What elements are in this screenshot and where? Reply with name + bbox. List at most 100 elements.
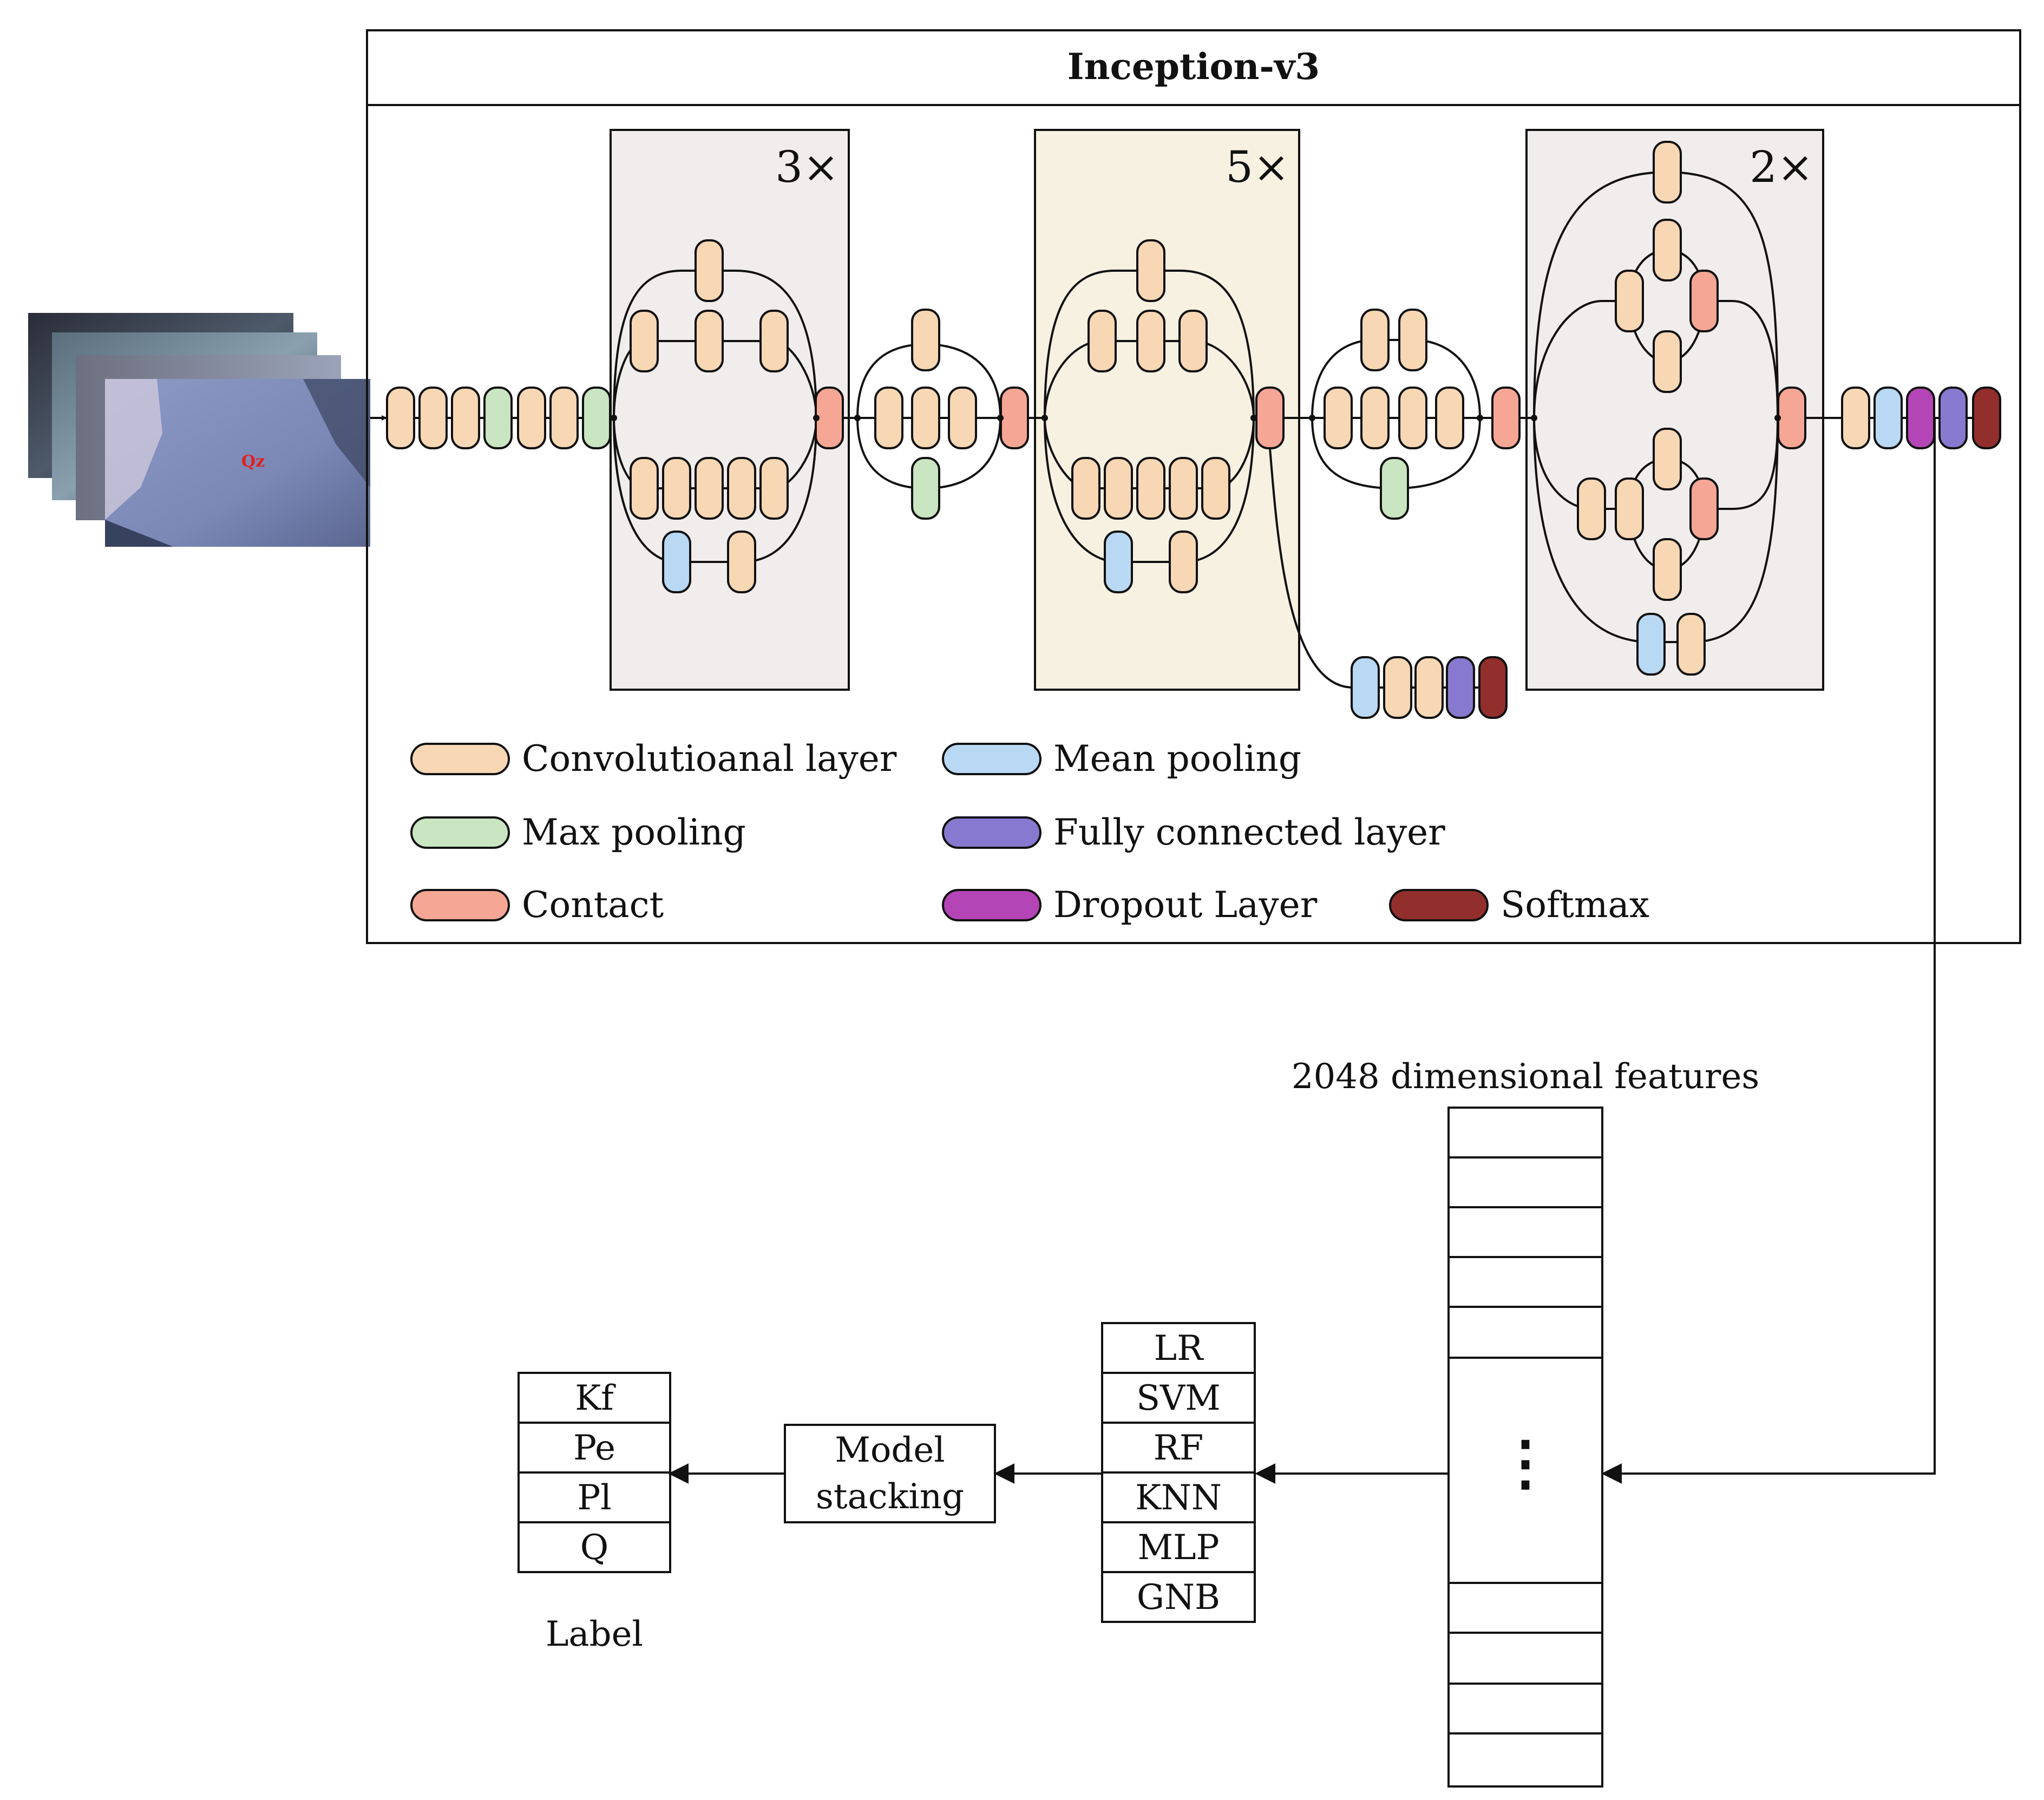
features-output-arrow <box>1601 418 1936 1484</box>
feature-vector <box>1447 1107 1603 1788</box>
head-2-dropout-layer <box>1906 387 1935 449</box>
legend-swatch-conv <box>410 743 510 775</box>
stem-0-conv-layer <box>386 387 415 449</box>
legend-label-max: Max pooling <box>522 811 746 853</box>
module-a-b4-1-conv-layer <box>727 531 756 593</box>
head-1-mean-layer <box>1873 387 1903 449</box>
junction-dot <box>1041 415 1048 421</box>
label-caption: Label <box>546 1614 643 1654</box>
module-b-concat-concat-layer <box>1255 387 1285 449</box>
model-stacking-box <box>784 1424 996 1523</box>
legend-label-dropout: Dropout Layer <box>1053 884 1318 926</box>
red-b-b2-0-conv-layer <box>1324 387 1353 449</box>
model-stacking-line2: stacking <box>816 1477 964 1517</box>
junction-dot <box>854 415 861 421</box>
model-stacking-line1: Model <box>835 1430 945 1470</box>
module-a-b3-1-conv-layer <box>662 457 691 520</box>
module-a-b2-2-conv-layer <box>759 310 789 372</box>
module-b-b3-2-conv-layer <box>1136 457 1165 520</box>
legend-item-mean: Mean pooling <box>942 738 1301 780</box>
red-b-b3-0-max-layer <box>1380 457 1409 520</box>
red-b-b2-1-conv-layer <box>1360 387 1390 449</box>
stem-2-conv-layer <box>451 387 480 449</box>
red-a-b1-0-conv-layer <box>911 309 940 371</box>
input-image-4: Qz <box>105 379 370 547</box>
junction-dot <box>813 415 820 421</box>
module-c-b4-0-mean-layer <box>1636 613 1666 676</box>
legend-label-mean: Mean pooling <box>1053 738 1301 780</box>
legend-swatch-softmax <box>1389 889 1489 921</box>
aux-branch <box>1269 448 1354 689</box>
stem-4-conv-layer <box>517 387 546 449</box>
junction-dot <box>1477 415 1483 421</box>
module-b-b2-1-conv-layer <box>1136 310 1165 372</box>
classifier-label: GNB <box>1137 1578 1220 1618</box>
classifier-cell <box>1101 1471 1256 1523</box>
red-b-b1-1-conv-layer <box>1398 309 1427 371</box>
classifier-label: LR <box>1154 1328 1204 1369</box>
module-b <box>1034 129 1300 691</box>
network-layers <box>386 141 2001 719</box>
module-a-concat-concat-layer <box>815 387 844 449</box>
label-item: Kf <box>575 1378 616 1418</box>
legend-item-softmax: Softmax <box>1389 884 1649 926</box>
module-a-b3-0-conv-layer <box>630 457 659 520</box>
module-c-concat-concat-layer <box>1777 387 1806 449</box>
junction-dot <box>611 415 617 421</box>
network-title: Inception-v3 <box>1067 45 1320 88</box>
legend-label-fc: Fully connected layer <box>1053 811 1445 853</box>
junction-dot <box>1309 415 1315 421</box>
module-b-b2-0-conv-layer <box>1087 310 1117 372</box>
legend-swatch-mean <box>942 743 1041 775</box>
legend-swatch-dropout <box>942 889 1041 921</box>
legend-item-concat: Contact <box>410 884 664 926</box>
legend-swatch-concat <box>410 889 510 921</box>
classifier-cell <box>1101 1372 1256 1424</box>
module-a-b1-conv-layer <box>695 239 724 302</box>
aux-0-mean-layer <box>1351 656 1380 719</box>
aux-2-conv-layer <box>1414 656 1444 719</box>
module-b-b3-4-conv-layer <box>1201 457 1230 520</box>
stem-3-max-layer <box>483 387 513 449</box>
label-item: Q <box>580 1528 608 1568</box>
module-a-b2-0-conv-layer <box>630 310 659 372</box>
classifier-label: SVM <box>1136 1378 1221 1418</box>
stem-1-conv-layer <box>418 387 448 449</box>
module-c-branch-4 <box>1533 417 1779 643</box>
junction-dot <box>1250 415 1257 421</box>
module-c-b3-2-conv-layer <box>1653 428 1682 490</box>
inception-frame <box>366 29 2021 944</box>
legend-swatch-fc <box>942 816 1041 849</box>
classifier-label: MLP <box>1137 1528 1219 1568</box>
module-b-b4-1-conv-layer <box>1169 531 1198 593</box>
classifier-cell <box>1101 1571 1256 1623</box>
module-c-b2-2-concat-layer <box>1689 270 1719 332</box>
label-cell <box>517 1471 671 1523</box>
classifier-cell <box>1101 1322 1256 1374</box>
label-item: Pe <box>573 1428 615 1468</box>
module-a <box>610 129 850 691</box>
head-4-softmax-layer <box>1972 387 2001 449</box>
label-cell <box>517 1422 671 1474</box>
red-a-b3-0-max-layer <box>911 457 940 520</box>
red-a-b2-2-conv-layer <box>948 387 977 449</box>
classifier-label: RF <box>1154 1428 1204 1468</box>
module-c-branch-2a <box>1533 300 1629 418</box>
red-b-b1-0-conv-layer <box>1360 309 1390 371</box>
module-b-b3-0-conv-layer <box>1071 457 1100 520</box>
stem-6-max-layer <box>582 387 611 449</box>
junction-dot <box>1774 415 1781 421</box>
legend-label-softmax: Softmax <box>1501 884 1649 926</box>
module-c-b3-4-conv-layer <box>1653 538 1682 601</box>
module-c-b2-0-conv-layer <box>1615 270 1644 332</box>
module-a-b3-3-conv-layer <box>727 457 756 520</box>
red-b-branch-1 <box>1311 339 1481 418</box>
legend-label-concat: Contact <box>522 884 664 926</box>
red-b-b2-3-conv-layer <box>1435 387 1464 449</box>
module-b-b4-0-mean-layer <box>1104 531 1133 593</box>
module-c-b2-1-conv-layer <box>1653 219 1682 282</box>
feature-vector-frame <box>1447 1107 1603 1788</box>
module-b-b3-1-conv-layer <box>1104 457 1133 520</box>
module-a-b3-4-conv-layer <box>759 457 789 520</box>
